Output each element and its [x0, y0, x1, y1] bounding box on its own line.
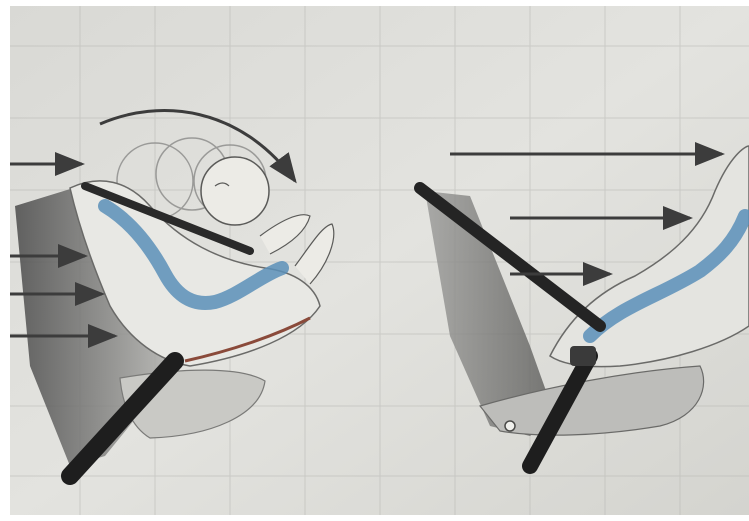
sketch-canvas	[10, 6, 749, 515]
infant-head	[201, 157, 269, 225]
child-seat-sketch	[10, 6, 749, 515]
seat-bolt	[505, 421, 515, 431]
belt-buckle	[570, 346, 596, 366]
